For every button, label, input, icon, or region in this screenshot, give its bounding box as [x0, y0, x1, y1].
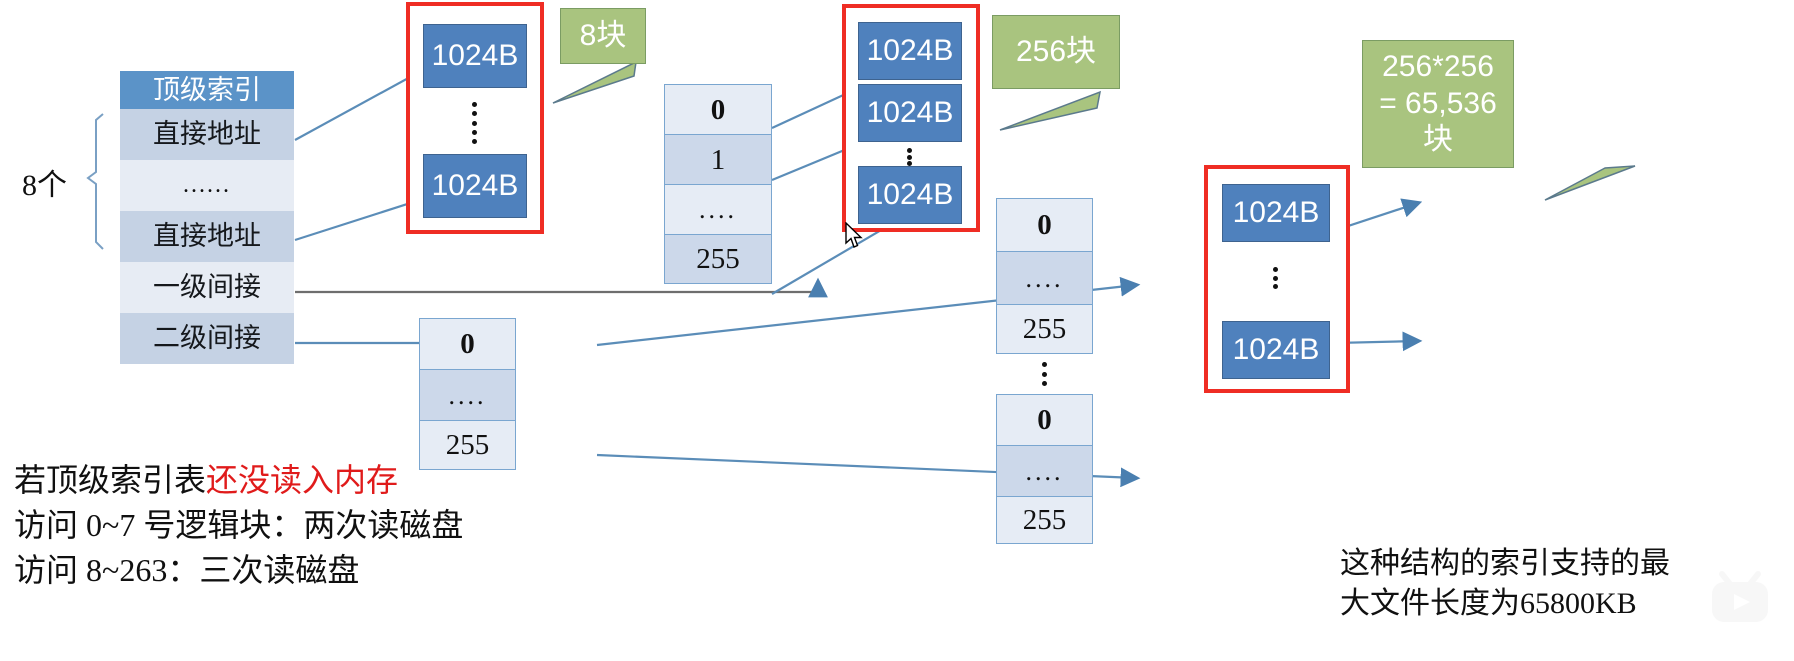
index-cell[interactable]: 1	[665, 135, 771, 185]
note-left-line-1-highlight: 还没读入内存	[206, 462, 399, 498]
callout-line-2: = 65,536	[1379, 86, 1497, 120]
callout-8-blocks-text: 8块	[579, 18, 627, 52]
index-cell[interactable]: 0	[997, 199, 1092, 252]
second-level-index-table-last: 0 .... 255	[996, 394, 1093, 544]
double-indirect-index-table: 0 .... 255	[419, 318, 516, 470]
index-row-ellipsis: ......	[120, 160, 294, 211]
index-row-direct-address-8[interactable]: 直接地址	[120, 211, 294, 262]
index-cell: ....	[420, 370, 515, 421]
index-cell: ....	[665, 185, 771, 235]
index-cell[interactable]: 255	[420, 421, 515, 469]
single-indirect-blocks-group: 1024B 1024B 1024B	[842, 4, 980, 232]
index-cell[interactable]: 255	[997, 497, 1092, 543]
note-left-line-2: 访问 0~7 号逻辑块：两次读磁盘	[14, 507, 464, 543]
note-left-line-1: 若顶级索引表还没读入内存	[14, 455, 398, 501]
callout-256-blocks-text: 256块	[1015, 34, 1097, 68]
disk-block-1024b: 1024B	[1222, 184, 1330, 242]
disk-block-1024b: 1024B	[1222, 321, 1330, 379]
index-cell: ....	[997, 446, 1092, 497]
double-indirect-blocks-group: 1024B 1024B	[1204, 165, 1350, 393]
index-cell[interactable]: 0	[420, 319, 515, 370]
second-level-index-table-first: 0 .... 255	[996, 198, 1093, 354]
disk-block-1024b: 1024B	[858, 84, 962, 142]
top-level-index-header: 顶级索引	[120, 71, 294, 109]
note-left-line-1-prefix: 若顶级索引表	[14, 462, 207, 498]
watermark-logo-icon	[1712, 571, 1768, 622]
vertical-ellipsis-icon	[1273, 267, 1278, 289]
disk-block-1024b: 1024B	[858, 22, 962, 80]
index-cell[interactable]: 0	[997, 395, 1092, 446]
disk-block-1024b: 1024B	[858, 166, 962, 224]
callout-line-1: 256*256	[1382, 50, 1494, 84]
vertical-ellipsis-icon	[907, 148, 912, 166]
direct-blocks-group: 1024B 1024B	[406, 2, 544, 234]
single-indirect-index-table: 0 1 .... 255	[664, 84, 772, 284]
vertical-ellipsis-icon	[1042, 362, 1047, 386]
disk-block-1024b: 1024B	[423, 24, 527, 88]
disk-block-1024b: 1024B	[423, 154, 527, 218]
callout-65536-blocks: 256*256 = 65,536 块	[1362, 40, 1514, 168]
note-left-line-3: 访问 8~263：三次读磁盘	[14, 552, 360, 588]
top-level-index-table: 顶级索引 直接地址 ...... 直接地址 一级间接 二级间接	[120, 71, 294, 364]
index-cell[interactable]: 255	[997, 305, 1092, 353]
callout-line-3: 块	[1423, 123, 1453, 157]
callout-256-blocks: 256块	[992, 15, 1120, 89]
vertical-ellipsis-icon	[472, 102, 477, 144]
index-cell[interactable]: 0	[665, 85, 771, 135]
mouse-cursor	[845, 222, 863, 248]
index-row-single-indirect[interactable]: 一级间接	[120, 262, 294, 313]
note-right-line-1: 这种结构的索引支持的最	[1340, 547, 1670, 580]
note-right-line-2: 大文件长度为65800KB	[1340, 587, 1637, 620]
bracket-label-8: 8个	[22, 169, 67, 202]
index-row-direct-address-1[interactable]: 直接地址	[120, 109, 294, 160]
index-cell: ....	[997, 252, 1092, 305]
callout-8-blocks: 8块	[560, 8, 646, 64]
index-cell[interactable]: 255	[665, 235, 771, 283]
index-row-double-indirect[interactable]: 二级间接	[120, 313, 294, 364]
